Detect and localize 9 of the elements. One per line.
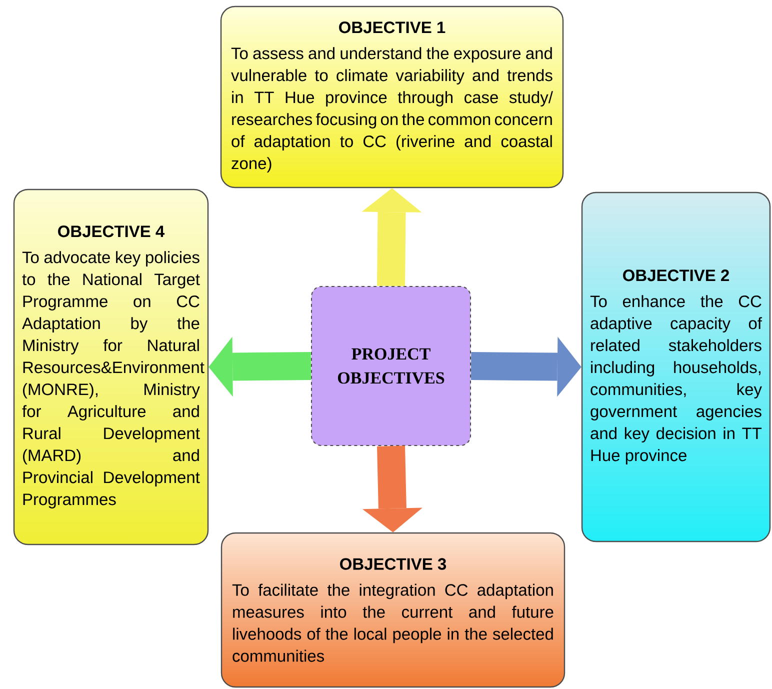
block-arrow (362, 446, 422, 532)
objective-box: OBJECTIVE 2 To enhance the CC adaptive capacity of related stakeholders including households, communities, key government agencies and key decision in TT Hue province (581, 192, 771, 542)
block-arrow (362, 188, 422, 286)
objective-box: OBJECTIVE 4 To advocate key policies to the National Target Programme on CC Adaptation by the Ministry for Natural Resources&Environment (MONRE), Ministry for Agriculture and Rural Development (MARD) and Provincial Development Programmes (13, 188, 209, 546)
block-arrow (208, 336, 312, 397)
center-box: PROJECT OBJECTIVES (311, 286, 471, 446)
block-arrow (470, 336, 582, 397)
objective-box: OBJECTIVE 1 To assess and understand the exposure and vulnerable to climate variability and trends in TT Hue province through case study/ researches focusing on the common concern of adaptation to CC (riverine and coastal zone) (220, 6, 564, 188)
objective-box: OBJECTIVE 3 To facilitate the integration CC adaptation measures into the current and future livehoods of the local people in the selected communities (220, 532, 566, 688)
